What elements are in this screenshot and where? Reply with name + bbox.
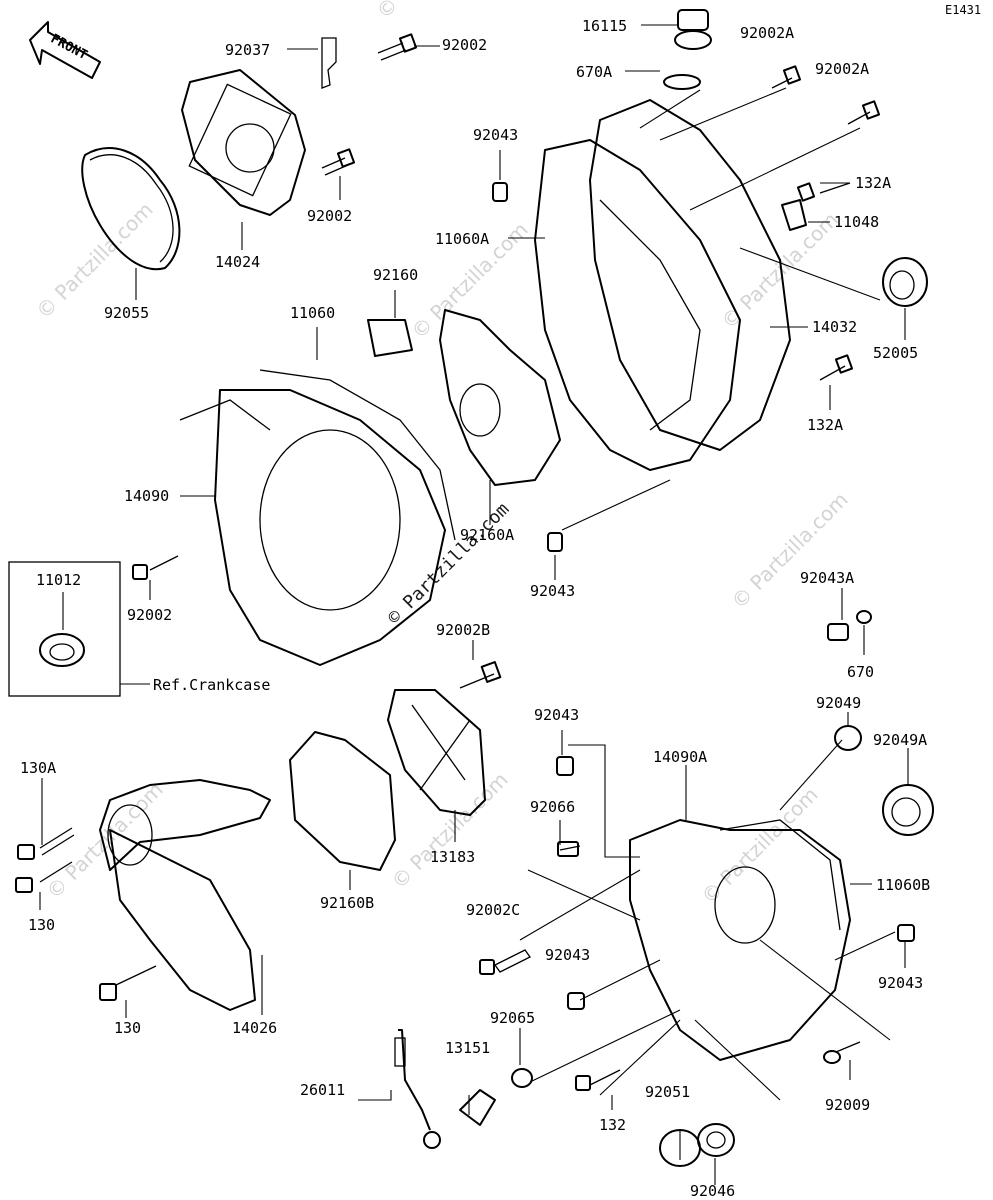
label-92037: 92037 (225, 41, 270, 59)
label-92160A: 92160A (460, 526, 514, 544)
label-92002: 92002 (307, 207, 352, 225)
cover-14026 (99, 779, 271, 1011)
label-92049A: 92049A (873, 731, 927, 749)
cover-14090A (629, 819, 851, 1061)
front-arrow-icon: FRONT (29, 21, 101, 79)
label-130A: 130A (20, 759, 56, 777)
label-14024: 14024 (215, 253, 260, 271)
label-92160B: 92160B (320, 894, 374, 912)
block-92160 (367, 309, 561, 486)
label-26011: 26011 (300, 1081, 345, 1099)
watermark-strong: © Partzilla.com (384, 499, 514, 629)
label-92055: 92055 (104, 304, 149, 322)
diagram-code: E1431 (945, 3, 981, 17)
label-92002A: 92002A (815, 60, 869, 78)
label-11012: 11012 (36, 571, 81, 589)
watermark: © Partzilla.com (727, 487, 853, 613)
block-92160B (289, 731, 396, 871)
sensor-26011 (394, 1029, 441, 1149)
label-92043: 92043 (530, 582, 575, 600)
label-92043A: 92043A (800, 569, 854, 587)
gasket-92055 (81, 147, 181, 271)
label-130: 130 (114, 1019, 141, 1037)
seal-92049A (882, 784, 934, 836)
label-130: 130 (28, 916, 55, 934)
label-670A: 670A (576, 63, 612, 81)
label-92043: 92043 (534, 706, 579, 724)
label-13151: 13151 (445, 1039, 490, 1057)
seal-52005 (882, 257, 928, 307)
label-14090A: 14090A (653, 748, 707, 766)
label-14090: 14090 (124, 487, 169, 505)
label-11060: 11060 (290, 304, 335, 322)
watermarks: © Partzilla.com © Partzilla.com © Partzi… (32, 0, 853, 909)
label-92002: 92002 (442, 36, 487, 54)
fasteners (15, 33, 915, 1091)
washer-92065 (511, 1068, 533, 1088)
seal-92049 (834, 725, 862, 751)
cap-16115 (663, 9, 712, 90)
label-92002B: 92002B (436, 621, 490, 639)
label-670: 670 (847, 663, 874, 681)
label-92043: 92043 (473, 126, 518, 144)
label-13183: 13183 (430, 848, 475, 866)
bearing-92046 (697, 1123, 735, 1157)
label-92002A: 92002A (740, 24, 794, 42)
label-16115: 16115 (582, 17, 627, 35)
label-92043: 92043 (545, 946, 590, 964)
label-11060A: 11060A (435, 230, 489, 248)
label-92002C: 92002C (466, 901, 520, 919)
cover-14090 (179, 369, 456, 666)
cover-14032 (534, 99, 791, 471)
ref-note: Ref.Crankcase (153, 676, 270, 694)
label-14032: 14032 (812, 318, 857, 336)
cover-14024 (181, 37, 337, 216)
part-labels: 92037 92002 14024 92002 92055 16115 9200… (20, 17, 930, 1200)
box-11012 (8, 561, 121, 697)
label-92046: 92046 (690, 1182, 735, 1200)
cover-13183 (387, 689, 486, 816)
label-92065: 92065 (490, 1009, 535, 1027)
watermark: © Partzilla.com (717, 207, 843, 333)
label-92009: 92009 (825, 1096, 870, 1114)
watermark: © Partzilla.com (697, 782, 823, 908)
bracket-11048 (781, 199, 807, 231)
leader-lines (39, 24, 909, 1185)
label-92066: 92066 (530, 798, 575, 816)
label-132: 132 (599, 1116, 626, 1134)
label-92043: 92043 (878, 974, 923, 992)
label-92160: 92160 (373, 266, 418, 284)
front-label: FRONT (48, 32, 90, 64)
label-11060B: 11060B (876, 876, 930, 894)
label-52005: 52005 (873, 344, 918, 362)
switch-13151 (459, 1089, 496, 1126)
label-132A: 132A (807, 416, 843, 434)
label-11048: 11048 (834, 213, 879, 231)
watermark: © Partzilla.com (372, 0, 498, 24)
label-92049: 92049 (816, 694, 861, 712)
watermark: © Partzilla.com (387, 767, 513, 893)
label-92051: 92051 (645, 1083, 690, 1101)
label-92002: 92002 (127, 606, 172, 624)
label-14026: 14026 (232, 1019, 277, 1037)
label-132A: 132A (855, 174, 891, 192)
